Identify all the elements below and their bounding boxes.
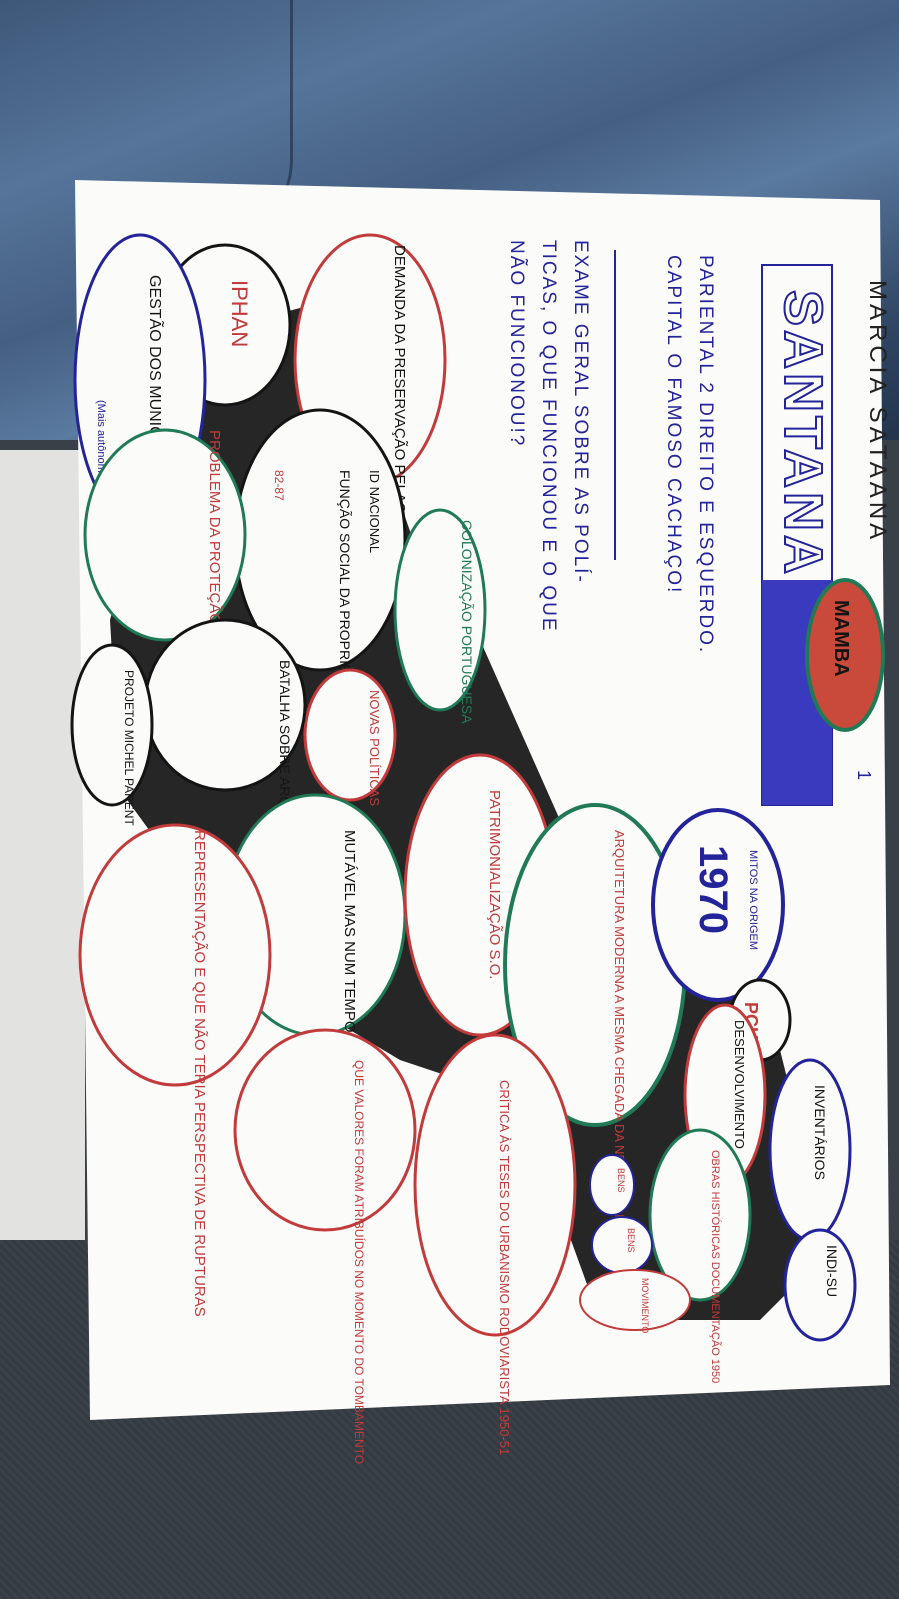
mamba-text: MAMBA: [830, 600, 852, 677]
bubble-colonizacao: COLONIZAÇÃO PORTUGUESA: [393, 508, 487, 724]
bubble-desenvolvimento: DESENVOLVIMENTO: [683, 1003, 767, 1187]
bubble-novas: NOVAS POLÍTICAS: [303, 668, 397, 806]
page-number: 1: [854, 770, 874, 780]
bubble-mutavel: MUTÁVEL MAS NUM TEMPO DIFERENTE: [223, 793, 407, 1122]
mamba-badge: [805, 578, 885, 732]
bubble-problema: PROBLEMA DA PROTEÇÃO DE ÁREAS URBANAS: [83, 428, 247, 782]
svg-text:BENS: BENS: [616, 1168, 626, 1193]
bubble-funcao: ID NACIONAL FUNÇÃO SOCIAL DA PROPRIEDADE…: [233, 408, 407, 712]
svg-text:NOVAS POLÍTICAS: NOVAS POLÍTICAS: [367, 690, 382, 806]
svg-text:INVENTÁRIOS: INVENTÁRIOS: [812, 1085, 828, 1180]
svg-text:DESENVOLVIMENTO: DESENVOLVIMENTO: [732, 1020, 747, 1149]
bubble-inventarios: INVENTÁRIOS: [768, 1058, 852, 1242]
svg-text:PATRIMONIALIZAÇÃO S.O.: PATRIMONIALIZAÇÃO S.O.: [486, 790, 503, 979]
svg-text:MUTÁVEL MAS NUM TEMPO DIFERENT: MUTÁVEL MAS NUM TEMPO DIFERENTE: [341, 830, 358, 1122]
svg-text:PROBLEMA DA PROTEÇÃO DE ÁREAS: PROBLEMA DA PROTEÇÃO DE ÁREAS URBANAS: [206, 430, 223, 782]
jeans-seam: [150, 0, 293, 240]
svg-text:1970: 1970: [691, 845, 735, 934]
svg-text:MITOS NA ORIGEM: MITOS NA ORIGEM: [747, 850, 759, 950]
svg-text:BATALHA SOBRE ARQUITETURA BRAS: BATALHA SOBRE ARQUITETURA BRASILEIRA: [277, 660, 293, 964]
underlying-sheet: [0, 450, 85, 1240]
bubble-arquitetura: ARQUITETURA MODERNA A MESMA CHEGADA DA N…: [503, 803, 687, 1310]
svg-text:COLONIZAÇÃO PORTUGUESA: COLONIZAÇÃO PORTUGUESA: [459, 520, 475, 724]
svg-text:PROJETO MICHEL PARENT: PROJETO MICHEL PARENT: [122, 670, 136, 826]
jeans-background: [0, 0, 899, 440]
bubble-small-1: BENS: [589, 1154, 635, 1216]
carpet-background: [0, 1240, 899, 1599]
bubble-batalha: BATALHA SOBRE ARQUITETURA BRASILEIRA: [143, 618, 307, 964]
svg-text:PCH: PCH: [741, 1002, 761, 1040]
svg-text:ID NACIONAL: ID NACIONAL: [367, 470, 382, 553]
bubble-1970: MITOS NA ORIGEM 1970: [651, 808, 785, 1002]
bubble-pch: PCH: [728, 978, 792, 1062]
ink-shading: [110, 300, 830, 1320]
svg-text:FUNÇÃO SOCIAL DA PROPRIEDADE: FUNÇÃO SOCIAL DA PROPRIEDADE: [337, 470, 353, 712]
svg-text:82-87: 82-87: [272, 470, 286, 501]
bubble-patrimonializacao: PATRIMONIALIZAÇÃO S.O.: [403, 753, 557, 1037]
svg-text:ARQUITETURA MODERNA A MESMA CH: ARQUITETURA MODERNA A MESMA CHEGADA DA N…: [612, 830, 627, 1310]
title-blue-fill: [762, 580, 832, 805]
